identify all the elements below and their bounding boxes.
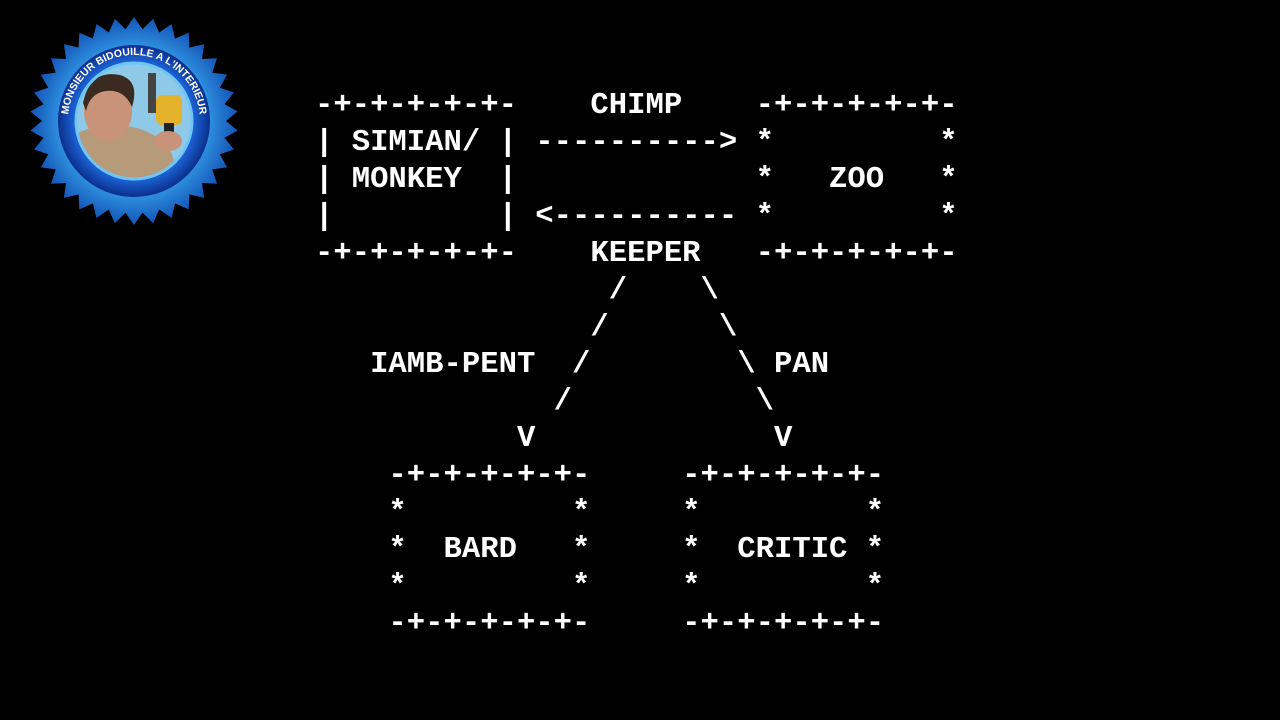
ascii-line-top-boxes: -+-+-+-+-+- CHIMP -+-+-+-+-+- bbox=[315, 89, 958, 123]
ascii-line-bottom-boxes-top: -+-+-+-+-+- -+-+-+-+-+- bbox=[315, 459, 885, 493]
ascii-line-keeper: -+-+-+-+-+- KEEPER -+-+-+-+-+- bbox=[315, 237, 958, 271]
ascii-line-simian-to-zoo: | SIMIAN/ | ----------> * * bbox=[315, 126, 958, 160]
badge-graphic: MONSIEUR BIDOUILLE A L'INTERIEUR bbox=[30, 17, 238, 225]
ascii-line-arrowheads: V V bbox=[315, 422, 793, 456]
ascii-line-branch-labels: IAMB-PENT / \ PAN bbox=[315, 348, 830, 382]
author-logo-badge: MONSIEUR BIDOUILLE A L'INTERIEUR bbox=[28, 15, 240, 227]
ascii-line-bottom-boxes-bottom: -+-+-+-+-+- -+-+-+-+-+- bbox=[315, 607, 885, 641]
ascii-line-bottom-boxes-3: * * * * bbox=[315, 570, 885, 604]
ascii-line-zoo-to-monkey: | | <---------- * * bbox=[315, 200, 958, 234]
ascii-line-monkey-zoo: | MONKEY | * ZOO * bbox=[315, 163, 958, 197]
ascii-line-branch-1: / \ bbox=[315, 274, 719, 308]
ascii-line-bottom-boxes-1: * * * * bbox=[315, 496, 885, 530]
ascii-line-branch-3: / \ bbox=[315, 385, 774, 419]
ascii-line-bard-critic: * BARD * * CRITIC * bbox=[315, 533, 885, 567]
ascii-line-branch-2: / \ bbox=[315, 311, 738, 345]
portrait-photo bbox=[76, 63, 192, 179]
